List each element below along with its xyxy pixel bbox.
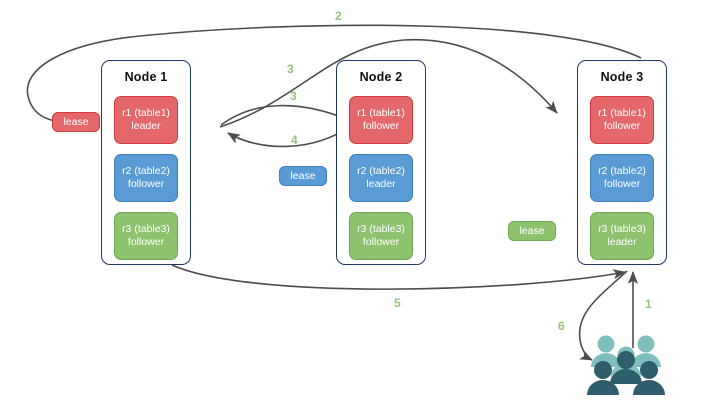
step-label-2: 2 xyxy=(335,9,342,23)
edge-step-2 xyxy=(26,24,642,128)
step-label-3b: 3 xyxy=(290,89,297,103)
node-3-range-r2[interactable]: r2 (table2) follower xyxy=(590,154,654,202)
node-3[interactable]: Node 3 r1 (table1) follower r2 (table2) … xyxy=(577,60,667,265)
step-label-4: 4 xyxy=(291,133,298,147)
users-icon[interactable] xyxy=(587,335,665,396)
node-3-range-r2-role: follower xyxy=(603,178,641,190)
node-1-title: Node 1 xyxy=(124,70,168,84)
lease-r3-badge[interactable]: lease xyxy=(508,221,556,241)
node-3-range-r2-label: r2 (table2) xyxy=(598,165,646,177)
node-2-range-r3-label: r3 (table3) xyxy=(357,223,405,235)
node-2-range-r1-label: r1 (table1) xyxy=(357,107,405,119)
node-1[interactable]: Node 1 r1 (table1) leader r2 (table2) fo… xyxy=(101,60,191,265)
node-2-range-r1[interactable]: r1 (table1) follower xyxy=(349,96,413,144)
node-3-range-r3-role: leader xyxy=(607,236,637,248)
node-1-range-r2-label: r2 (table2) xyxy=(122,165,170,177)
step-label-1: 1 xyxy=(645,297,652,311)
node-3-range-r1[interactable]: r1 (table1) follower xyxy=(590,96,654,144)
node-2-range-r3[interactable]: r3 (table3) follower xyxy=(349,212,413,260)
edge-step-3-to-node2 xyxy=(220,104,350,126)
lease-r2-label: lease xyxy=(290,170,316,182)
lease-r1-label: lease xyxy=(63,116,89,128)
edge-step-5 xyxy=(171,264,626,290)
node-2-range-r2[interactable]: r2 (table2) leader xyxy=(349,154,413,202)
edge-step-6 xyxy=(578,270,628,361)
node-3-range-r1-label: r1 (table1) xyxy=(598,107,646,119)
node-1-range-r3-label: r3 (table3) xyxy=(122,223,170,235)
lease-r2-badge[interactable]: lease xyxy=(279,166,327,186)
node-2-title: Node 2 xyxy=(359,70,403,84)
lease-r3-label: lease xyxy=(519,225,545,237)
node-3-range-r1-role: follower xyxy=(603,120,641,132)
node-2-range-r3-role: follower xyxy=(362,236,400,248)
node-1-range-r1-role: leader xyxy=(131,120,161,132)
node-2[interactable]: Node 2 r1 (table1) follower r2 (table2) … xyxy=(336,60,426,265)
edge-step-3-to-node3 xyxy=(219,38,558,128)
node-3-range-r3-label: r3 (table3) xyxy=(598,223,646,235)
node-2-range-r2-label: r2 (table2) xyxy=(357,165,405,177)
node-1-range-r2[interactable]: r2 (table2) follower xyxy=(114,154,178,202)
node-2-range-r2-role: leader xyxy=(366,178,396,190)
step-label-6: 6 xyxy=(558,319,565,333)
node-1-range-r3-role: follower xyxy=(127,236,165,248)
step-label-5: 5 xyxy=(394,296,401,310)
node-1-range-r1-label: r1 (table1) xyxy=(122,107,170,119)
node-3-range-r3[interactable]: r3 (table3) leader xyxy=(590,212,654,260)
step-label-3a: 3 xyxy=(287,62,294,76)
node-1-range-r3[interactable]: r3 (table3) follower xyxy=(114,212,178,260)
node-3-title: Node 3 xyxy=(600,70,644,84)
node-1-range-r1[interactable]: r1 (table1) leader xyxy=(114,96,178,144)
node-1-range-r2-role: follower xyxy=(127,178,165,190)
node-2-range-r1-role: follower xyxy=(362,120,400,132)
